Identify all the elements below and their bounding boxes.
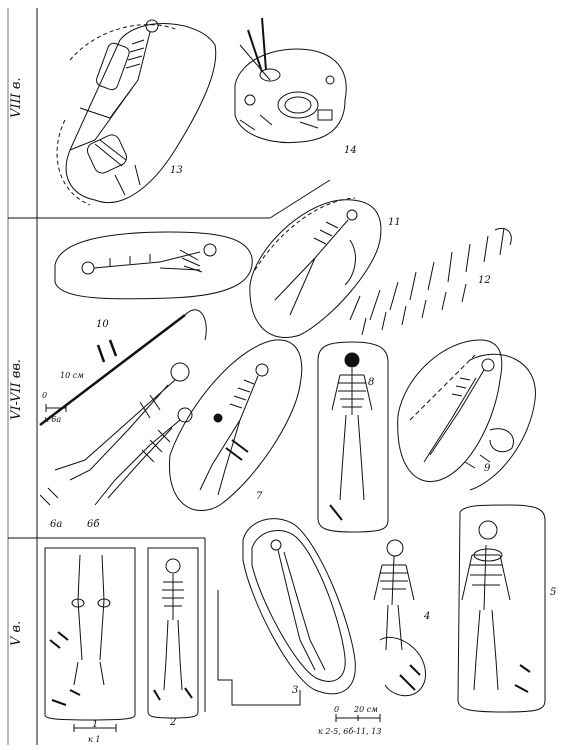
main-scale-bar xyxy=(335,714,381,722)
scale-6a-value: 10 см xyxy=(60,371,84,380)
figure-number-14: 14 xyxy=(344,145,357,156)
figure-number-6a: 6а xyxy=(50,519,63,530)
figure-number-2: 2 xyxy=(170,717,177,728)
burial-11 xyxy=(249,197,382,339)
figure-number-11: 11 xyxy=(388,217,401,228)
figure-number-7: 7 xyxy=(256,491,263,502)
figure-number-13: 13 xyxy=(170,165,183,176)
figure-number-9: 9 xyxy=(484,463,491,474)
figure-number-1: 1 xyxy=(92,719,99,730)
figure-number-8: 8 xyxy=(368,377,375,388)
period-label-viii: VIII в. xyxy=(9,77,24,118)
figure-number-12: 12 xyxy=(478,275,491,286)
scale-6a-zero: 0 xyxy=(42,391,48,400)
period-label-vi-vii: VI-VII вв. xyxy=(9,358,24,420)
figure-number-10: 10 xyxy=(96,319,109,330)
burial-6 xyxy=(39,309,207,506)
burial-2 xyxy=(147,547,199,719)
burial-4 xyxy=(373,539,426,697)
period-label-v: V в. xyxy=(9,620,24,646)
scale-6a-ref: к 6а xyxy=(44,415,62,424)
figure-number-3: 3 xyxy=(292,685,299,696)
finds-14 xyxy=(234,17,347,144)
scale-main-value: 20 см xyxy=(354,705,378,714)
burial-8 xyxy=(317,341,389,533)
burial-7 xyxy=(168,339,303,511)
burial-10 xyxy=(54,231,253,300)
scale-main-zero: 0 xyxy=(334,705,340,714)
burial-5 xyxy=(457,504,546,713)
burial-1 xyxy=(44,547,136,732)
finds-12 xyxy=(349,227,512,336)
figure-number-6b: 6б xyxy=(87,519,100,530)
scale-1-ref: к 1 xyxy=(88,735,101,744)
burial-3 xyxy=(217,518,356,706)
burial-13 xyxy=(56,19,217,206)
scale-main-ref: к 2-5, 6б-11, 13 xyxy=(318,727,382,736)
figure-number-5: 5 xyxy=(550,587,557,598)
period-frame xyxy=(7,8,331,745)
figure-number-4: 4 xyxy=(424,611,431,622)
burial-9 xyxy=(397,339,536,491)
